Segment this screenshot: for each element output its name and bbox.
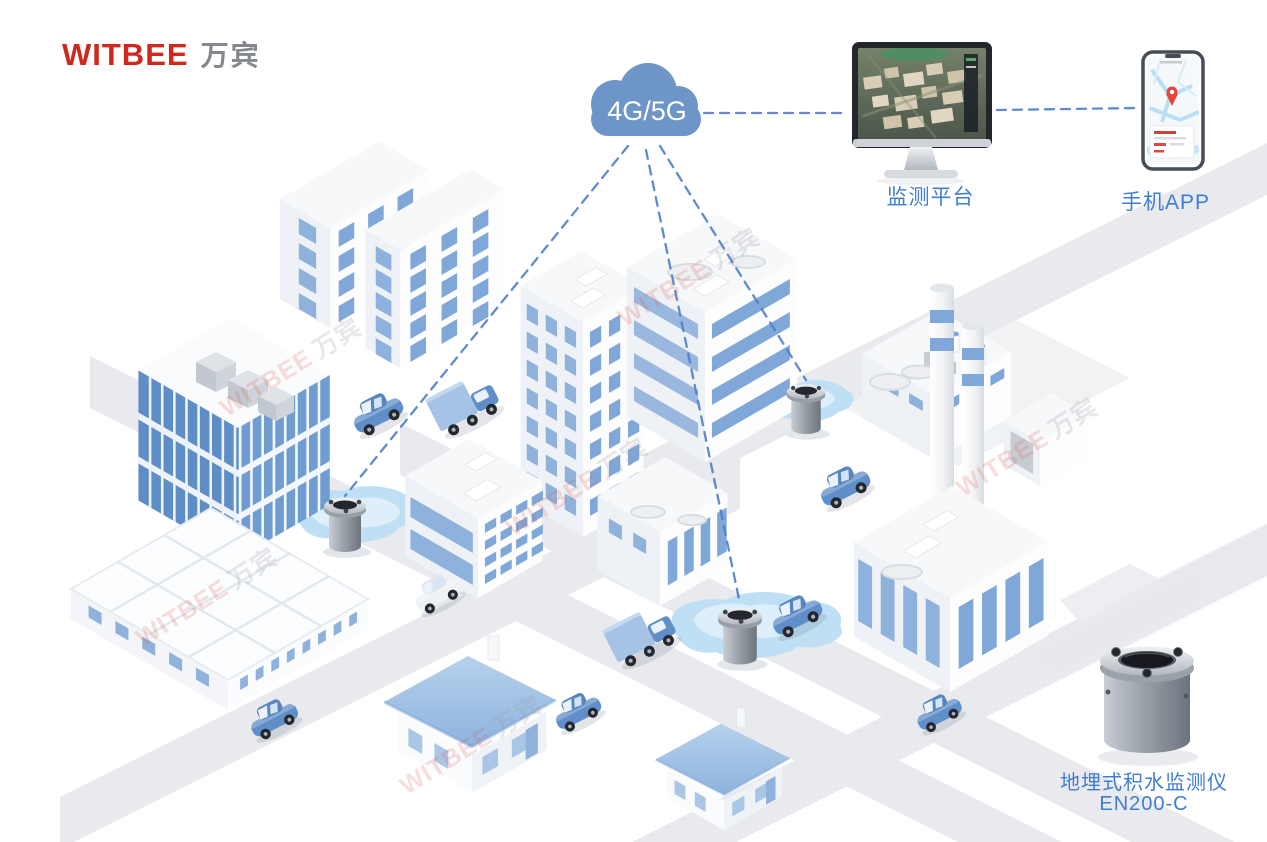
building-low: [405, 439, 543, 598]
truck-1: [424, 369, 508, 445]
link-cloud-sensor-center: [644, 148, 742, 606]
building-factory-annex: [1003, 393, 1088, 486]
monitor-icon: [852, 42, 992, 185]
device-name-label: 地埋式积水监测仪: [1060, 772, 1228, 794]
brand-logo: WITBEE 万宾: [62, 34, 261, 74]
cloud-4g5g-icon: [591, 63, 701, 136]
building-tower-2: [365, 169, 505, 368]
brand-logo-cn: 万宾: [200, 40, 261, 71]
car-2: [812, 458, 878, 517]
building-glass-cube: [138, 317, 330, 558]
phone-map-screen: [1147, 57, 1199, 164]
house-1: [383, 635, 557, 793]
rooftop-vents: [667, 255, 766, 281]
link-cloud-sensor-right: [658, 144, 808, 382]
monitor-platform-label: 监测平台: [886, 186, 975, 209]
device-model-label: EN200-C: [1099, 793, 1189, 815]
building-columns: [597, 457, 728, 606]
cloud-4g5g-label: 4G/5G: [607, 96, 687, 126]
brand-logo-en: WITBEE: [62, 37, 189, 72]
screen-city-map: [861, 54, 984, 139]
link-monitor-phone: [995, 106, 1142, 112]
rooftop-ac-units: [196, 352, 294, 421]
device-en200c-image: [1098, 646, 1198, 766]
greenhouse-roof-grid: [109, 529, 330, 659]
link-cloud-sensor-left: [343, 144, 630, 498]
ground-shadow-strip: [1030, 568, 1200, 674]
monitor-screen: [858, 48, 986, 140]
car-4: [548, 685, 609, 739]
building-factory-main: [853, 486, 1048, 692]
phone-icon: [1141, 50, 1205, 171]
building-ribbon: [627, 214, 797, 462]
building-greenhouse: [69, 506, 370, 710]
phone-app-label: 手机APP: [1120, 191, 1211, 214]
